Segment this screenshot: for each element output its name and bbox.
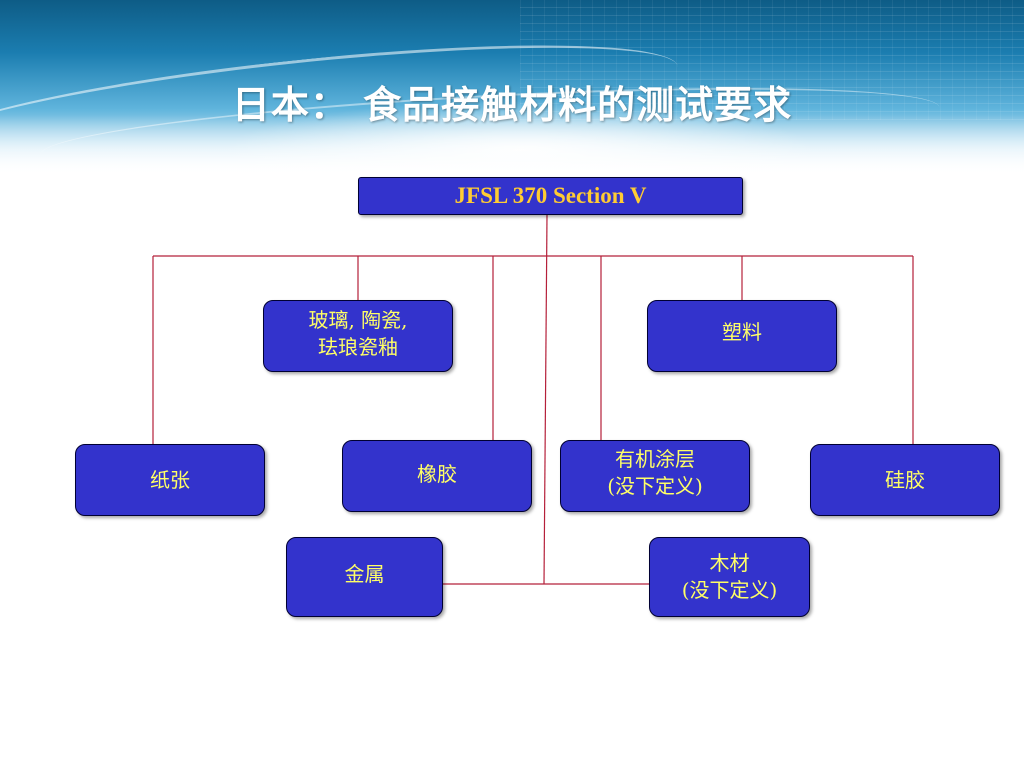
node-plastic-label: 塑料 — [722, 320, 762, 344]
node-coating-line1: 有机涂层 — [615, 447, 695, 471]
node-plastic: 塑料 — [647, 300, 837, 372]
node-wood-line2: (没下定义) — [681, 578, 778, 602]
node-organic-coating: 有机涂层 (没下定义) — [560, 440, 750, 512]
header-banner — [0, 0, 1024, 193]
node-paper-label: 纸张 — [150, 467, 190, 492]
node-wood: 木材 (没下定义) — [649, 537, 810, 617]
node-root-label: JFSL 370 Section V — [454, 183, 647, 209]
node-metal-label: 金属 — [344, 561, 385, 586]
node-metal: 金属 — [286, 537, 443, 617]
node-rubber: 橡胶 — [342, 440, 532, 512]
node-wood-line1: 木材 — [709, 551, 750, 575]
node-glass-line2: 珐琅瓷釉 — [318, 335, 398, 359]
node-silicone: 硅胶 — [810, 444, 1000, 516]
slide-title: 日本： 食品接触材料的测试要求 — [231, 83, 793, 127]
node-paper: 纸张 — [75, 444, 265, 516]
node-rubber-label: 橡胶 — [417, 462, 457, 486]
node-glass-ceramic-enamel: 玻璃, 陶瓷, 珐琅瓷釉 — [263, 300, 453, 372]
connector-root-trunk — [543, 214, 548, 585]
node-root-jfsl: JFSL 370 Section V — [358, 177, 743, 215]
header-grid-pattern — [520, 0, 1024, 120]
node-silicone-label: 硅胶 — [885, 467, 925, 492]
node-coating-line2: (没下定义) — [607, 474, 703, 498]
node-glass-line1: 玻璃, 陶瓷, — [308, 308, 408, 332]
